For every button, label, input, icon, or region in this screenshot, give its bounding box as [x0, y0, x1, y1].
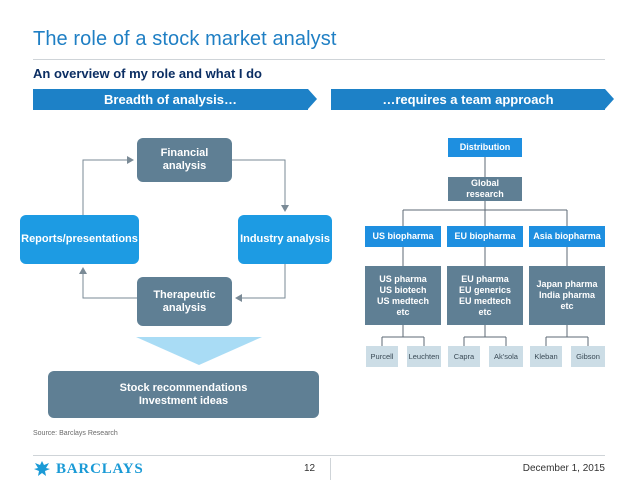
therapeutic-analysis-box: Therapeutic analysis [137, 277, 232, 326]
arrow-reports-to-financial [82, 156, 134, 215]
logo-wordmark: BARCLAYS [56, 460, 144, 477]
global-research-box: Global research [448, 177, 522, 201]
reports-presentations-box: Reports/presentations [20, 215, 139, 264]
arrow-financial-to-industry [232, 159, 289, 212]
arrow-industry-to-therapeutic [235, 264, 286, 302]
stock-recommendations-box: Stock recommendations Investment ideas [48, 371, 319, 418]
analyst-kleban: Kleban [530, 346, 562, 367]
org-lines [381, 157, 589, 346]
footer-date: December 1, 2015 [522, 463, 605, 474]
page-number: 12 [304, 463, 316, 474]
down-chevron-icon [136, 337, 262, 365]
analyst-gibson: Gibson [571, 346, 605, 367]
source-note: Source: Barclays Research [33, 430, 118, 437]
footer-divider [33, 455, 605, 456]
footer-separator [330, 458, 331, 480]
sector-eu: EU pharma EU generics EU medtech etc [447, 266, 523, 325]
region-asia-biopharma: Asia biopharma [529, 226, 605, 247]
analyst-aksola: Ak'sola [489, 346, 523, 367]
region-eu-biopharma: EU biopharma [447, 226, 523, 247]
eagle-icon [34, 461, 50, 476]
sector-asia: Japan pharma India pharma etc [529, 266, 605, 325]
analyst-purcell: Purcell [366, 346, 398, 367]
arrow-therapeutic-to-reports [79, 267, 137, 299]
slide-title: The role of a stock market analyst [33, 28, 337, 50]
analyst-leuchten: Leuchten [407, 346, 441, 367]
barclays-logo: BARCLAYS [33, 458, 144, 480]
distribution-box: Distribution [448, 138, 522, 157]
industry-analysis-box: Industry analysis [238, 215, 332, 264]
financial-analysis-box: Financial analysis [137, 138, 232, 182]
slide-subtitle: An overview of my role and what I do [33, 66, 262, 81]
banner-breadth: Breadth of analysis… [33, 89, 317, 110]
banner-team: …requires a team approach [331, 89, 614, 110]
sector-us: US pharma US biotech US medtech etc [365, 266, 441, 325]
title-divider [33, 59, 605, 60]
analyst-capra: Capra [448, 346, 480, 367]
region-us-biopharma: US biopharma [365, 226, 441, 247]
